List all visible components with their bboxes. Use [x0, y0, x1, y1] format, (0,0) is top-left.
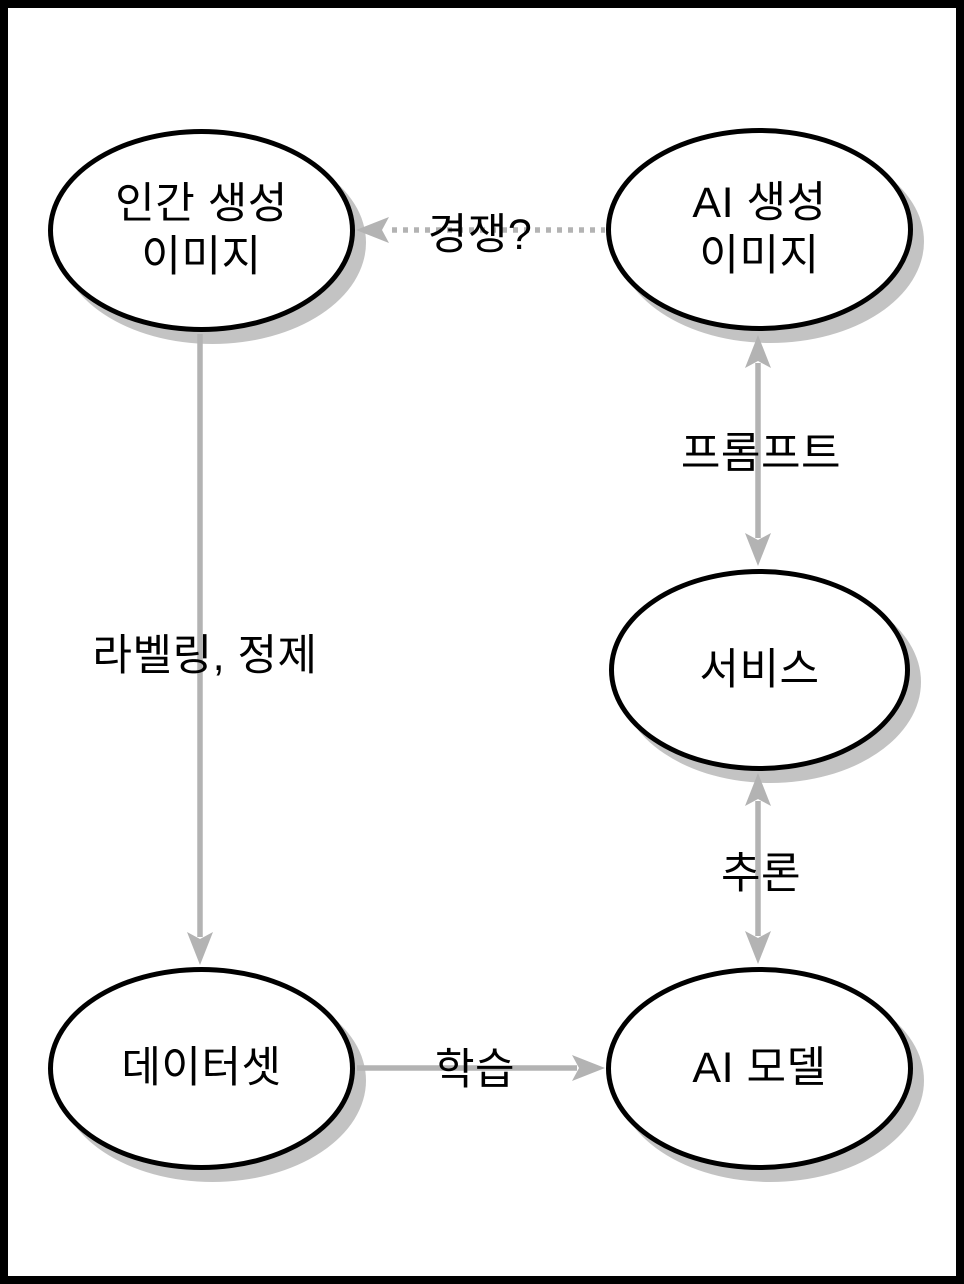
node-dataset: 데이터셋 — [48, 967, 355, 1170]
node-human-generated-images: 인간 생성 이미지 — [48, 129, 355, 332]
arrowhead-right-icon — [572, 1055, 605, 1081]
edge-label-prompt: 프롬프트 — [680, 430, 842, 478]
edge-label-training: 학습 — [434, 1046, 516, 1094]
edge-label-inference: 추론 — [720, 850, 802, 898]
arrowhead-down-icon — [745, 931, 771, 964]
node-ai-generated-images: AI 생성 이미지 — [606, 128, 913, 331]
edge-label-labeling: 라벨링, 정제 — [92, 632, 318, 680]
arrowhead-left-icon — [356, 217, 389, 243]
node-label-line: 인간 생성 — [115, 180, 288, 229]
node-label-line: 이미지 — [699, 231, 820, 280]
arrowhead-up-icon — [745, 773, 771, 806]
node-label-line: AI 모델 — [692, 1044, 827, 1093]
node-label-line: 데이터셋 — [121, 1044, 282, 1093]
arrowhead-up-icon — [745, 335, 771, 368]
node-label-line: 서비스 — [699, 645, 820, 694]
arrowhead-down-icon — [745, 533, 771, 566]
edge-label-competition: 경쟁? — [427, 211, 533, 259]
node-label-line: AI 생성 — [692, 179, 827, 228]
node-ai-model: AI 모델 — [606, 967, 913, 1170]
node-label-line: 이미지 — [141, 232, 262, 281]
node-service: 서비스 — [609, 569, 910, 771]
arrowhead-down-icon — [187, 932, 213, 965]
